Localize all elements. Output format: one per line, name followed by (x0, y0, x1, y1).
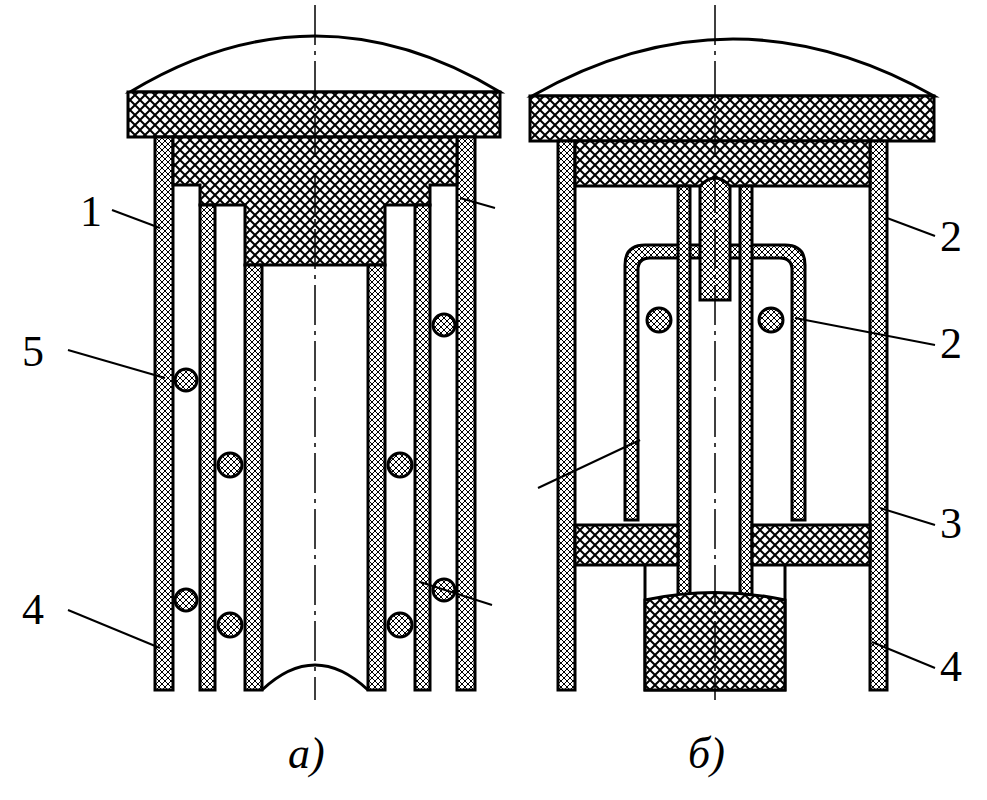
callout-number: 3 (940, 502, 962, 546)
figure-caption: б) (688, 732, 725, 776)
callout-number: 5 (22, 330, 44, 374)
callout-number: 4 (22, 588, 44, 632)
callout-number: 2 (940, 215, 962, 259)
figure-caption: а) (288, 732, 325, 776)
callout-number: 2 (940, 322, 962, 366)
callout-number: 4 (940, 645, 962, 689)
callout-number: 1 (80, 190, 102, 234)
